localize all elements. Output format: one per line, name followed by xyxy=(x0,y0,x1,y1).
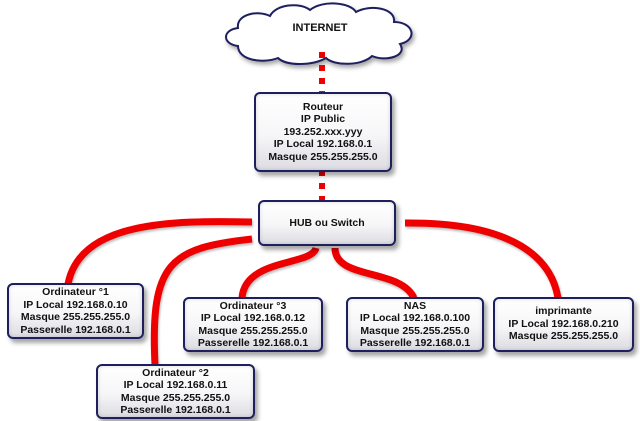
ordinateur-2-box: Ordinateur °2 IP Local 192.168.0.11 Masq… xyxy=(96,364,255,419)
link-hub-ordinateur-2 xyxy=(150,235,253,366)
link-hub-ordinateur-1 xyxy=(64,218,253,285)
routeur-masque: Masque 255.255.255.0 xyxy=(268,150,378,163)
device-title: Ordinateur °3 xyxy=(219,299,287,312)
device-title: Ordinateur °2 xyxy=(142,366,209,379)
device-ip: IP Local 192.168.0.11 xyxy=(123,379,228,391)
routeur-ip-local: IP Local 192.168.0.1 xyxy=(273,138,373,151)
link-hub-nas xyxy=(331,247,418,300)
device-ip: IP Local 192.168.0.100 xyxy=(359,312,471,324)
routeur-box: Routeur IP Public 193.252.xxx.yyy IP Loc… xyxy=(254,92,392,172)
device-masque: Masque 255.255.255.0 xyxy=(508,330,619,342)
link-hub-ordinateur-3 xyxy=(238,246,320,299)
device-passerelle: Passerelle 192.168.0.1 xyxy=(197,337,309,349)
internet-cloud xyxy=(225,2,413,65)
device-passerelle: Passerelle 192.168.0.1 xyxy=(20,323,131,336)
device-ip: IP Local 192.168.0.10 xyxy=(23,298,128,311)
routeur-ip-public-label: IP Public xyxy=(300,113,346,126)
link-hub-imprimante xyxy=(404,219,562,299)
device-title: Ordinateur °1 xyxy=(42,286,109,298)
hub-label: HUB ou Switch xyxy=(289,216,365,229)
ordinateur-3-box: Ordinateur °3 IP Local 192.168.0.12 Masq… xyxy=(183,297,323,352)
device-masque: Masque 255.255.255.0 xyxy=(120,391,231,404)
device-title: imprimante xyxy=(535,305,592,317)
device-masque: Masque 255.255.255.0 xyxy=(360,324,470,337)
device-ip: IP Local 192.168.0.210 xyxy=(508,317,619,330)
routeur-ip-public: 193.252.xxx.yyy xyxy=(283,125,363,138)
device-ip: IP Local 192.168.0.12 xyxy=(200,312,306,324)
internet-label: INTERNET xyxy=(292,22,348,34)
device-passerelle: Passerelle 192.168.0.1 xyxy=(359,337,471,349)
nas-box: NAS IP Local 192.168.0.100 Masque 255.25… xyxy=(346,297,484,352)
hub-box: HUB ou Switch xyxy=(258,200,396,246)
device-masque: Masque 255.255.255.0 xyxy=(20,311,131,323)
device-title: NAS xyxy=(403,299,427,312)
routeur-title: Routeur xyxy=(302,100,344,113)
device-passerelle: Passerelle 192.168.0.1 xyxy=(120,404,231,416)
device-masque: Masque 255.255.255.0 xyxy=(198,324,308,337)
imprimante-box: imprimante IP Local 192.168.0.210 Masque… xyxy=(493,297,634,352)
ordinateur-1-box: Ordinateur °1 IP Local 192.168.0.10 Masq… xyxy=(7,283,144,339)
